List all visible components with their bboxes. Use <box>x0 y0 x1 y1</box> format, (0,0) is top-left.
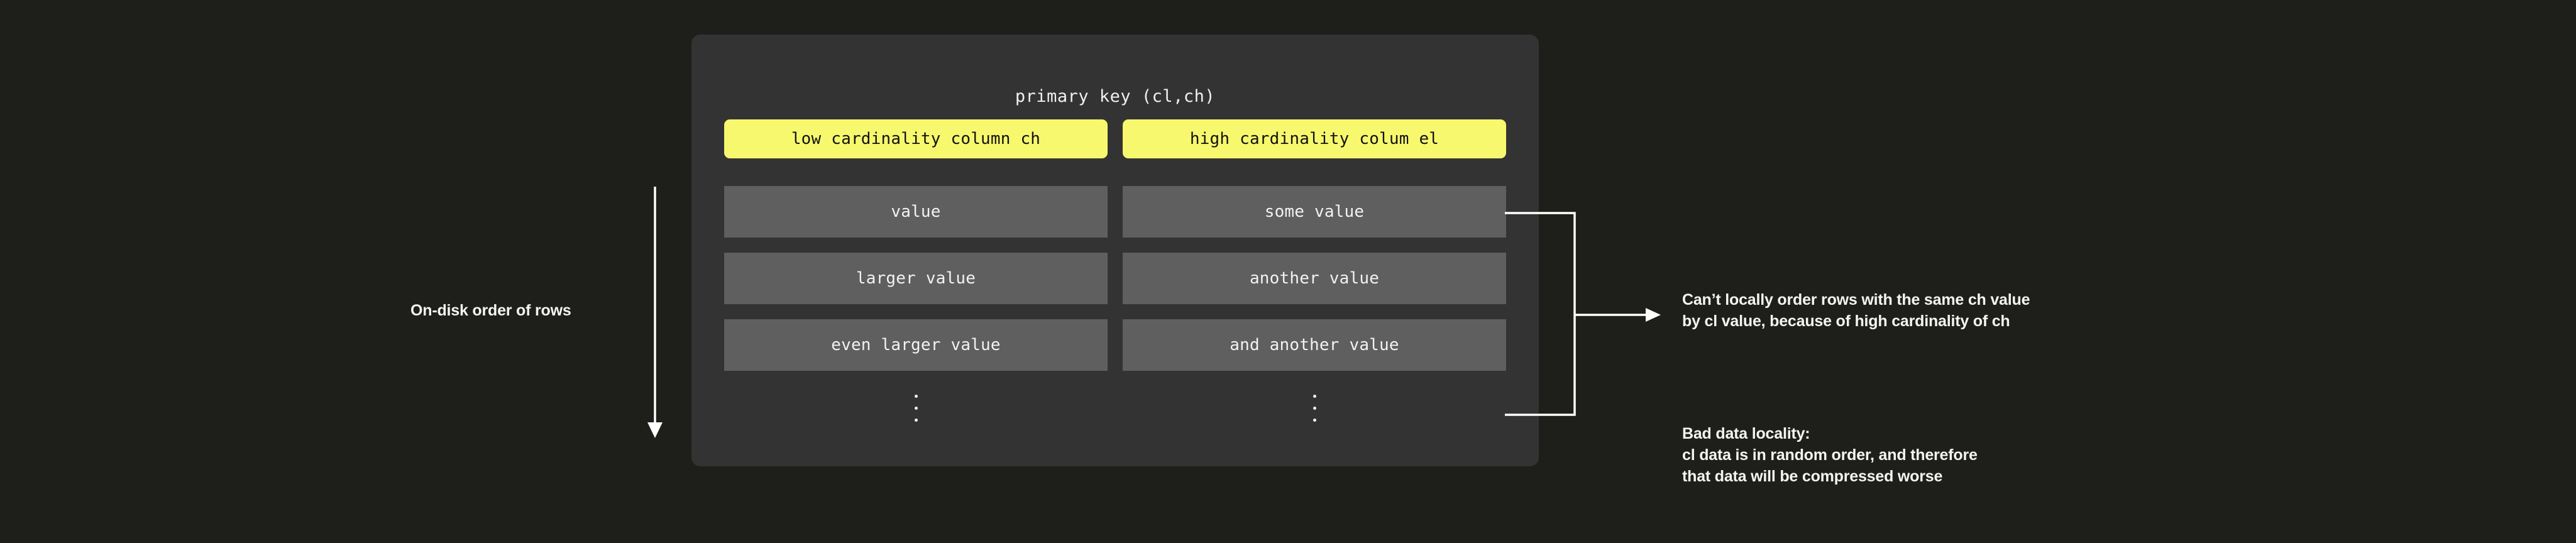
locality-note: Bad data locality: cl data is in random … <box>1682 425 1978 485</box>
table-row: and another value <box>1123 319 1506 371</box>
table-row: some value <box>1123 186 1506 238</box>
column-header-low-cardinality: low cardinality column ch <box>724 119 1108 158</box>
on-disk-order-label: On-disk order of rows <box>410 302 571 319</box>
table-row: value <box>724 186 1108 238</box>
cardinality-note: Can’t locally order rows with the same c… <box>1682 291 2030 330</box>
vertical-ellipsis-icon <box>724 386 1108 430</box>
table-row: another value <box>1123 253 1506 304</box>
column-low-cardinality: low cardinality column ch value larger v… <box>724 119 1108 430</box>
vertical-ellipsis-icon <box>1123 386 1506 430</box>
page-title: primary key (cl,ch) <box>1015 87 1216 106</box>
table-row: even larger value <box>724 319 1108 371</box>
column-high-cardinality: high cardinality colum el some value ano… <box>1123 119 1506 430</box>
table-row: larger value <box>724 253 1108 304</box>
down-arrow-icon <box>647 187 663 438</box>
primary-key-panel: primary key (cl,ch) low cardinality colu… <box>691 35 1539 466</box>
column-header-high-cardinality: high cardinality colum el <box>1123 119 1506 158</box>
